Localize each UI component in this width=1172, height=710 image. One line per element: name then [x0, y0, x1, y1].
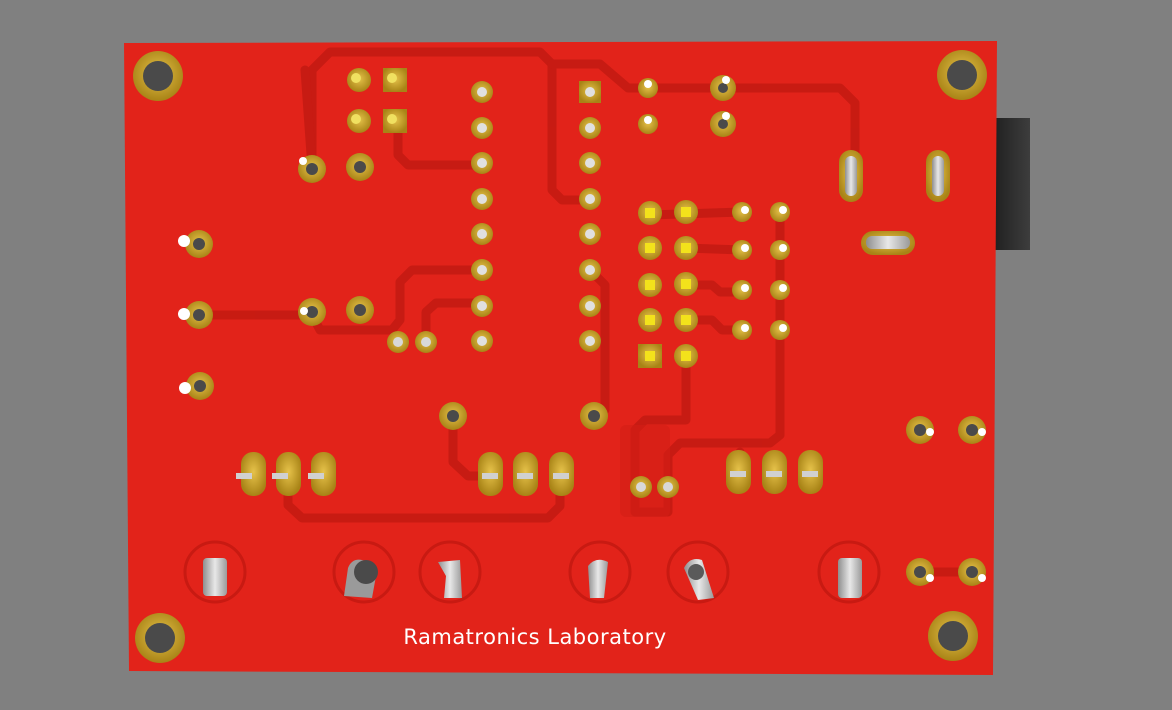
dc-jack-connector-body [992, 118, 1030, 250]
copper-pour-area [620, 425, 670, 517]
oval-component-pads [236, 450, 823, 496]
silkscreen-label: Ramatronics Laboratory [403, 625, 666, 649]
mounting-holes [133, 50, 987, 663]
pcb-board [124, 41, 997, 675]
through-hole-pads [178, 68, 986, 586]
jack-pads-row [183, 540, 881, 604]
dc-jack-slotted-pads [839, 150, 950, 255]
